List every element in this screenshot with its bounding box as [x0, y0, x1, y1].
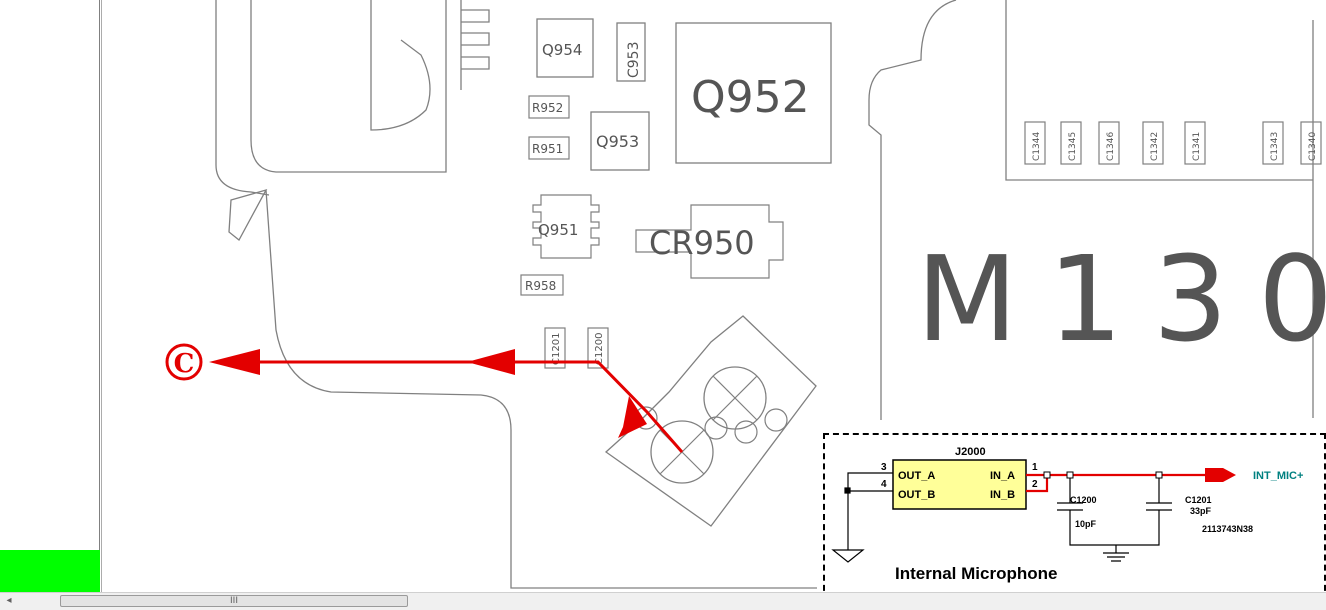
int-mic-net [1026, 468, 1236, 493]
c1342-label: C1342 [1150, 132, 1160, 161]
pin-num-2: 2 [1032, 479, 1038, 490]
c1201-value: 33pF [1190, 506, 1212, 516]
q952-label: Q952 [691, 72, 810, 123]
j2000-body [892, 459, 1027, 510]
board-outline [101, 0, 1314, 592]
mic-signal-trace: C [165, 343, 684, 453]
c953-label: C953 [626, 42, 642, 79]
r958-label: R958 [525, 279, 556, 293]
scroll-left-arrow-icon[interactable]: ◂ [6, 595, 12, 606]
r958-footprint [520, 274, 564, 296]
q951-label: Q951 [538, 221, 578, 239]
c1344-footprint [1024, 121, 1046, 165]
schematic-inset: J2000 OUT_A OUT_B IN_A IN_B 3 4 1 2 IN [823, 433, 1326, 601]
c1200-label: C1200 [594, 333, 605, 365]
pin-num-4: 4 [881, 479, 887, 490]
q954-label: Q954 [542, 41, 582, 59]
c1343-label: C1343 [1270, 132, 1280, 161]
c1341-label: C1341 [1192, 132, 1202, 161]
c1346-footprint [1098, 121, 1120, 165]
trace-arrow-up [618, 396, 647, 438]
q953-footprint [590, 111, 650, 171]
q953-label: Q953 [596, 132, 639, 151]
mic-pad-2 [704, 416, 728, 440]
net-label-int-mic: INT_MIC+ [1253, 470, 1303, 482]
r952-label: R952 [532, 101, 563, 115]
cap-wiring [1057, 475, 1172, 562]
cr950-label: CR950 [649, 224, 755, 262]
r951-label: R951 [532, 142, 563, 156]
pin-out-b: OUT_B [898, 489, 935, 501]
c1343-footprint [1262, 121, 1284, 165]
c1200-ref: C1200 [1070, 495, 1097, 505]
c1201-label: C1201 [551, 333, 562, 365]
ground-wiring [831, 472, 893, 563]
cr950-footprint [635, 204, 784, 279]
mic-pad-4 [764, 408, 788, 432]
c1200-value: 10pF [1075, 519, 1097, 529]
c1201-ref: C1201 [1185, 495, 1212, 505]
c1342-footprint [1142, 121, 1164, 165]
mic-port-lower [650, 420, 714, 484]
left-panel [0, 0, 100, 592]
component-footprints: Q954 C953 Q952 R952 R951 Q953 Q951 CR950… [520, 18, 1326, 484]
part-number: 2113743N38 [1202, 524, 1253, 534]
c1341-footprint [1184, 121, 1206, 165]
c1340-footprint [1300, 121, 1322, 165]
pin-num-1: 1 [1032, 462, 1038, 473]
pcb-layout: Q954 C953 Q952 R952 R951 Q953 Q951 CR950… [101, 0, 1326, 592]
connector-c-circle [165, 343, 203, 381]
trace-arrow-mid [467, 349, 515, 375]
c1344-label: C1344 [1032, 132, 1042, 161]
mic-pad-3 [734, 420, 758, 444]
c1200-footprint [587, 327, 609, 369]
trace-arrow-end [209, 349, 260, 375]
c1345-label: C1345 [1068, 132, 1078, 161]
pin-in-b: IN_B [990, 489, 1015, 501]
r951-footprint [528, 136, 570, 160]
green-status-block [0, 550, 100, 592]
trace-line [219, 360, 684, 453]
q951-footprint [532, 194, 600, 259]
r952-footprint [528, 95, 570, 119]
q954-footprint [536, 18, 594, 78]
scroll-thumb[interactable]: III [60, 595, 408, 607]
c1201-footprint [544, 327, 566, 369]
inset-title: Internal Microphone [895, 564, 1057, 583]
pin-out-a: OUT_A [898, 470, 935, 482]
pin-num-3: 3 [881, 462, 887, 473]
q952-footprint [675, 22, 832, 164]
connector-c-label: C [174, 349, 195, 379]
c953-footprint [616, 22, 646, 82]
pin-in-a: IN_A [990, 470, 1015, 482]
c1340-label: C1340 [1308, 132, 1318, 161]
mic-schematic: J2000 OUT_A OUT_B IN_A IN_B 3 4 1 2 IN [831, 446, 1303, 583]
c1346-label: C1346 [1106, 132, 1116, 161]
m1300-label: M130 [916, 230, 1326, 368]
mic-port-upper-cross [712, 375, 758, 421]
shield-caps: C1344 C1345 C1346 C1342 C1341 C1343 C134… [1024, 121, 1322, 165]
horizontal-scrollbar[interactable]: ◂ III [0, 592, 1326, 610]
j2000-ref: J2000 [955, 446, 986, 458]
net-flag [1205, 468, 1236, 482]
c1345-footprint [1060, 121, 1082, 165]
